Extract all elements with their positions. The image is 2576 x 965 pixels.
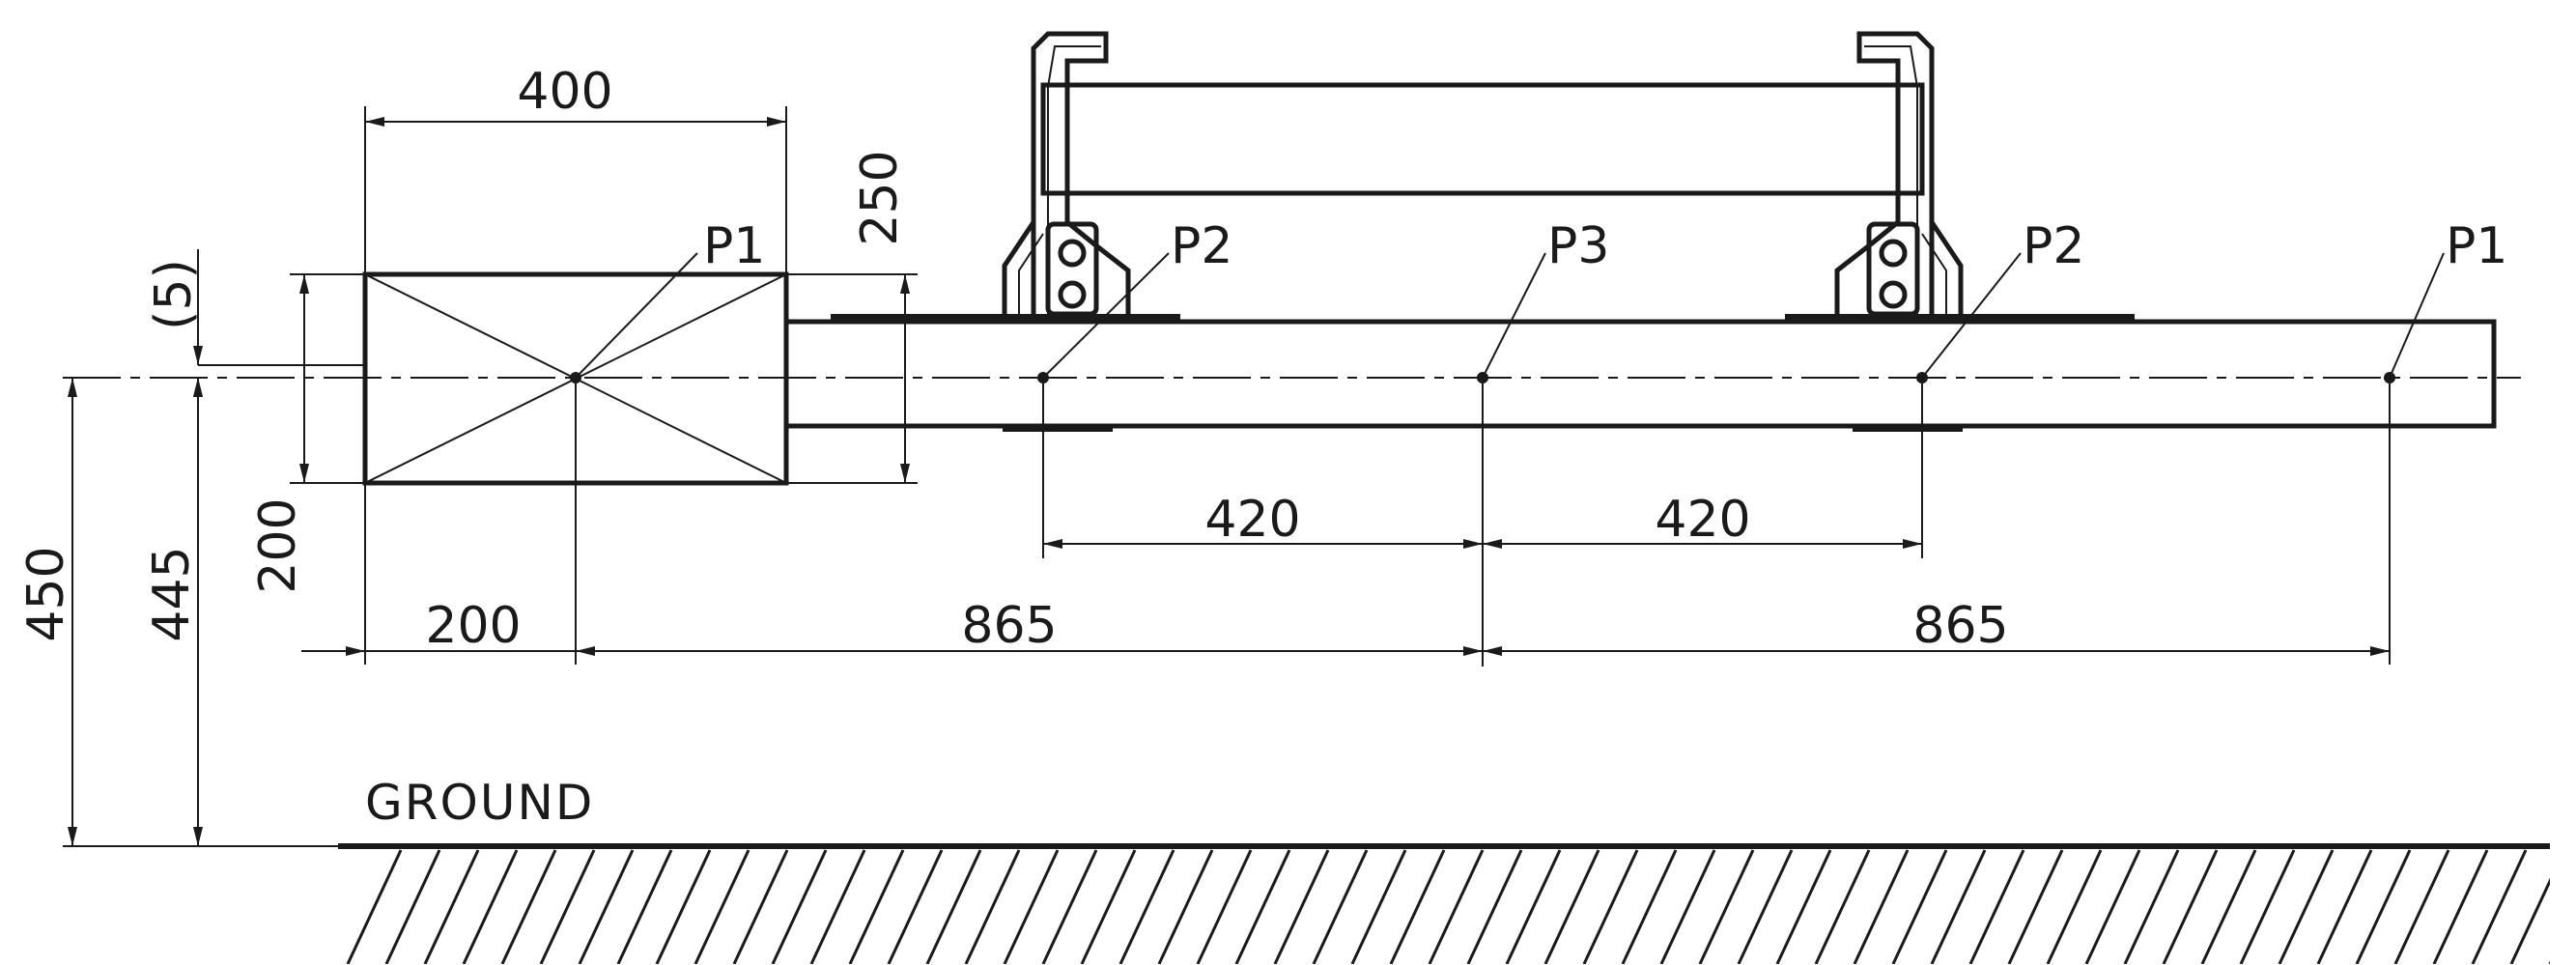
dim-text-200-horizontal: 200 [425,597,521,655]
dim-text-420-right: 420 [1655,491,1750,549]
hatch-line [771,849,828,964]
hatch-line [694,849,750,964]
hatch-line [887,849,944,964]
hatch-line [346,849,403,964]
hatch-line [2007,849,2064,964]
main-beam [783,319,2497,429]
hatch-line [1389,849,1446,964]
dim-text-200-vertical: 200 [249,497,307,593]
dim-block-width [364,106,787,274]
hatch-line [732,849,789,964]
hatch-line [1041,849,1098,964]
hatch-line [2084,849,2141,964]
hatch-line [2123,849,2180,964]
hatch-line [2393,849,2450,964]
hatch-line [1080,849,1137,964]
hatch-line [655,849,712,964]
point-label-p1-right: P1 [2446,217,2507,275]
hatch-line [462,849,519,964]
dim-text-400: 400 [517,63,612,121]
hatch-line [1582,849,1639,964]
dim-text-450: 450 [17,546,75,641]
hatch-line [2548,960,2550,964]
hatch-line [2239,849,2296,964]
ground-hatching [346,849,2550,964]
hatch-line [1621,849,1678,964]
hatch-line [1350,849,1407,964]
hatch-line [1775,849,1832,964]
hatch-line [1312,849,1369,964]
hatch-line [1968,849,2025,964]
hatch-line [1118,849,1175,964]
hatch-line [2046,849,2103,964]
hatch-line [423,849,480,964]
hatch-line [1814,849,1871,964]
point-label-p1-left: P1 [703,217,765,275]
hatch-line [2432,849,2489,964]
dim-offset [193,249,365,454]
dim-text-865-right: 865 [1912,597,2008,655]
dim-text-250: 250 [851,150,909,245]
hatch-line [1891,849,1948,964]
dim-text-865-left: 865 [961,597,1057,655]
hatch-line [2355,849,2412,964]
hatch-line [1466,849,1523,964]
hatch-line [1543,849,1600,964]
dim-inner-spans [1042,378,1923,667]
point-label-p3: P3 [1547,217,1609,275]
hatch-line [809,849,866,964]
hatch-line [1698,849,1755,964]
hatch-line [2200,849,2257,964]
hatch-line [616,849,673,964]
hatch-line [848,849,905,964]
base-plate-right [1785,314,2135,322]
hatch-line [1003,849,1060,964]
hatch-line [1196,849,1253,964]
hatch-line [539,849,596,964]
under-plate-left [1003,426,1113,432]
point-label-p2-left: P2 [1171,217,1232,275]
under-plate-right [1853,426,1963,432]
hatch-line [2316,849,2373,964]
hatch-line [1273,849,1330,964]
hatch-line [1737,849,1794,964]
dim-heights [63,378,338,847]
upper-frame [1002,31,1964,317]
hatch-line [2471,849,2528,964]
hatch-line [500,849,557,964]
hatch-line [1930,849,1987,964]
dim-text-445: 445 [143,546,201,641]
hatch-line [925,849,982,964]
hatch-line [1853,849,1910,964]
hatch-line [384,849,441,964]
bolt-icon [1058,239,1908,309]
hatch-line [2278,849,2335,964]
dim-outer-spans [301,378,2391,665]
ground-label: GROUND [365,775,594,831]
dim-beam-height [786,273,918,484]
hatch-line [1234,849,1291,964]
base-plate-left [831,314,1180,322]
hatch-line [1659,849,1716,964]
point-label-p2-right: P2 [2023,217,2084,275]
hatch-line [2162,849,2219,964]
hatch-line [578,849,635,964]
hatch-line [1505,849,1562,964]
hatch-line [964,849,1021,964]
dim-text-420-left: 420 [1204,491,1300,549]
hatch-line [1428,849,1485,964]
dim-block-height [290,273,365,484]
hatch-line [2509,877,2550,964]
dim-text-5: (5) [145,259,203,330]
hatch-line [1157,849,1214,964]
